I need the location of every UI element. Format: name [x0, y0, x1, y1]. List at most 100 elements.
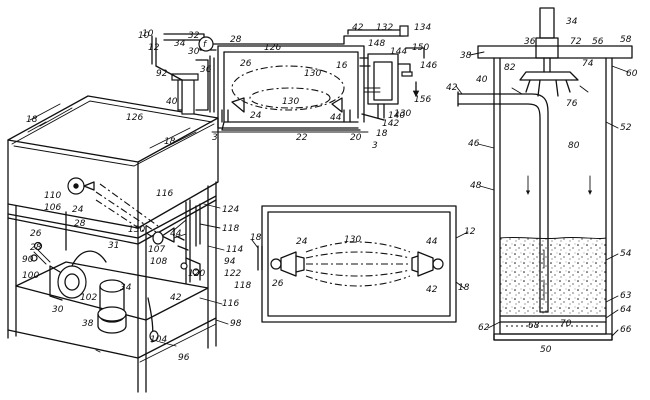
- ref-label: 38: [460, 51, 472, 61]
- ref-label: 24: [72, 205, 84, 215]
- ref-label: 116: [156, 189, 173, 199]
- ref-label: 64: [620, 305, 632, 315]
- ref-label: 12: [148, 43, 160, 53]
- ref-label: 150: [412, 43, 429, 53]
- ref-label: 144: [390, 47, 407, 57]
- ref-label: 10: [138, 31, 150, 41]
- ref-label: 30: [188, 47, 200, 57]
- ref-label: 130: [128, 225, 145, 235]
- ref-label: 30: [52, 305, 64, 315]
- ref-label: 124: [222, 205, 239, 215]
- ref-label: 42: [426, 285, 438, 295]
- ref-label: 10: [142, 29, 154, 39]
- ref-label: 32: [188, 31, 200, 41]
- ref-label: 76: [566, 99, 578, 109]
- ref-label: 108: [150, 257, 167, 267]
- ref-label: 44: [330, 113, 342, 123]
- ref-label: 134: [414, 23, 431, 33]
- ref-label: 22: [296, 133, 308, 143]
- ref-label: 104: [150, 335, 167, 345]
- ref-label: f: [203, 40, 208, 50]
- ref-label: 40: [476, 75, 488, 85]
- ref-label: 54: [620, 249, 632, 259]
- ref-label: 107: [148, 245, 165, 255]
- perspective-figure: [7, 95, 219, 393]
- ref-label: 142: [382, 119, 399, 129]
- ref-label: 132: [376, 23, 393, 33]
- ref-label: 130: [282, 97, 299, 107]
- ref-label: 44: [426, 237, 438, 247]
- ref-label: 102: [80, 293, 97, 303]
- ref-label: 62: [478, 323, 490, 333]
- ref-label: 26: [30, 229, 42, 239]
- ref-label: 92: [156, 69, 168, 79]
- ref-label: 36: [524, 37, 536, 47]
- ref-label: 126: [126, 113, 143, 123]
- ref-label: 12: [464, 227, 476, 237]
- ref-label: 118: [222, 224, 239, 234]
- ref-label: 106: [44, 203, 61, 213]
- ref-label: 140: [388, 111, 405, 121]
- ref-label: 40: [166, 97, 178, 107]
- ref-label: 130: [304, 69, 321, 79]
- ref-label: 114: [226, 245, 243, 255]
- ref-label: 130: [394, 109, 411, 119]
- ref-label: 24: [296, 237, 308, 247]
- ref-label: 18: [164, 137, 176, 147]
- ref-label: 120: [188, 269, 205, 279]
- ref-label: 44: [170, 229, 182, 239]
- ref-label: 70: [560, 319, 572, 329]
- ref-label: 28: [74, 219, 86, 229]
- ref-label: 50: [540, 345, 552, 355]
- ref-label: 18: [376, 129, 388, 139]
- ref-label: 34: [174, 39, 186, 49]
- ref-label: 18: [250, 233, 262, 243]
- ref-label: 42: [352, 23, 364, 33]
- ref-label: 34: [566, 17, 578, 27]
- schematic-figure: [151, 25, 425, 133]
- ref-label: 68: [528, 321, 540, 331]
- ref-label: 82: [504, 63, 516, 73]
- ref-label: 156: [414, 95, 431, 105]
- ref-label: 148: [368, 39, 385, 49]
- ref-label: 31: [108, 241, 119, 251]
- ref-label: 48: [470, 181, 482, 191]
- ref-label: 58: [620, 35, 632, 45]
- ref-label: 36: [200, 65, 212, 75]
- ref-label: 66: [620, 325, 632, 335]
- ref-label: 46: [468, 139, 480, 149]
- ref-label: 60: [626, 69, 638, 79]
- ref-label: 56: [592, 37, 604, 47]
- ref-label: 38: [82, 319, 94, 329]
- ref-label: 20: [350, 133, 362, 143]
- ref-label: 63: [620, 291, 632, 301]
- ref-label: 130: [344, 235, 361, 245]
- ref-label: 28: [230, 35, 242, 45]
- ref-label: 98: [230, 319, 242, 329]
- ref-label: 94: [224, 257, 236, 267]
- ref-label: 110: [44, 191, 61, 201]
- ref-label: 146: [420, 61, 437, 71]
- ref-label: 26: [272, 279, 284, 289]
- filter-section-figure: [457, 7, 633, 341]
- ref-label: 34: [120, 283, 132, 293]
- ref-label: 28: [30, 243, 42, 253]
- ref-label: 116: [222, 299, 239, 309]
- ref-label: 96: [178, 353, 190, 363]
- ref-label: 80: [568, 141, 580, 151]
- ref-label: 122: [224, 269, 241, 279]
- ref-label: 100: [22, 271, 39, 281]
- ref-label: 42: [446, 83, 458, 93]
- ref-label: 42: [170, 293, 182, 303]
- ref-label: 18: [26, 115, 38, 125]
- ref-label: 74: [582, 59, 594, 69]
- ref-label: 72: [570, 37, 582, 47]
- ref-label: 3: [372, 141, 378, 151]
- ref-label: 26: [240, 59, 252, 69]
- tank-top-view-figure: [257, 205, 457, 323]
- leader-lines: [199, 51, 629, 337]
- ref-label: 52: [620, 123, 632, 133]
- ref-label: 90: [22, 255, 34, 265]
